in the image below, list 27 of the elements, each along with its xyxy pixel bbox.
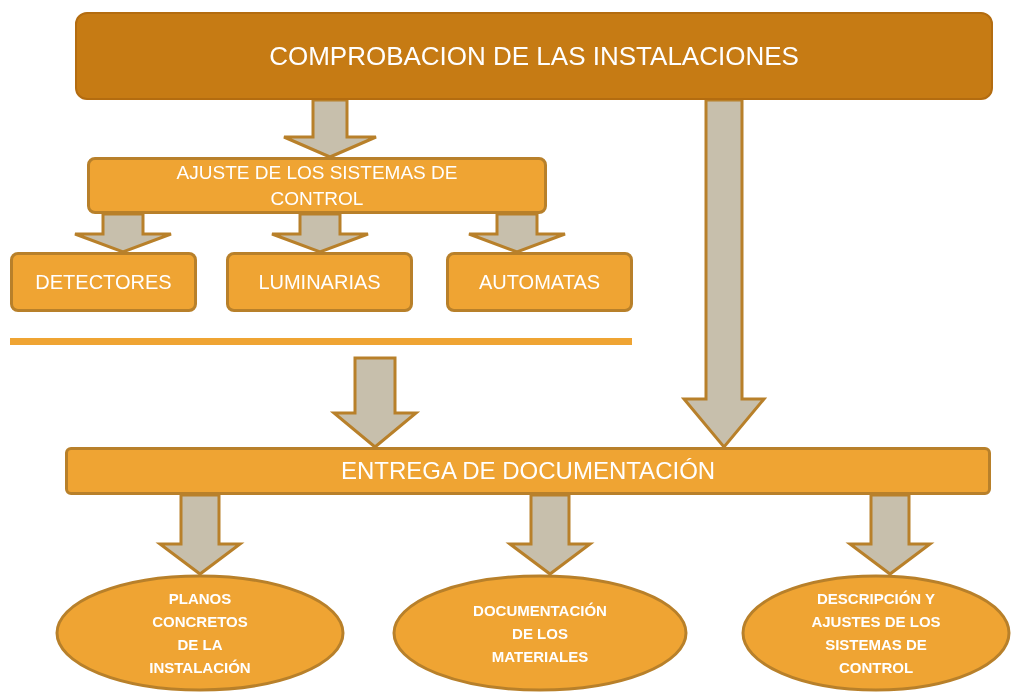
- block-arrow: [505, 493, 595, 576]
- output-ellipse: [741, 574, 1011, 692]
- node-label: AJUSTE DE LOS SISTEMAS DE CONTROL: [175, 160, 459, 211]
- output-ellipse: [55, 574, 345, 692]
- block-arrow: [467, 212, 567, 254]
- node-label: DESCRIPCIÓN Y AJUSTES DE LOS SISTEMAS DE CONTROL: [810, 589, 942, 678]
- block-arrow: [845, 493, 935, 576]
- block-arrow: [155, 493, 245, 576]
- block-arrow: [73, 212, 173, 254]
- title-box: [75, 12, 993, 100]
- process-box: [87, 157, 547, 214]
- node-label: DETECTORES: [35, 270, 172, 295]
- output-ellipse: [392, 574, 688, 692]
- block-arrow: [270, 212, 370, 254]
- node-label: ENTREGA DE DOCUMENTACIÓN: [340, 456, 716, 486]
- process-box: [10, 252, 197, 312]
- process-box: [446, 252, 633, 312]
- node-label: DOCUMENTACIÓN DE LOS MATERIALES: [473, 600, 607, 667]
- node-label: COMPROBACION DE LAS INSTALACIONES: [269, 39, 799, 73]
- block-arrow: [282, 98, 378, 159]
- node-label: PLANOS CONCRETOS DE LA INSTALACIÓN: [148, 589, 252, 678]
- process-box: [65, 447, 991, 495]
- node-label: AUTOMATAS: [478, 270, 601, 295]
- node-label: LUMINARIAS: [258, 270, 381, 295]
- block-arrow: [329, 356, 421, 449]
- process-box: [226, 252, 413, 312]
- block-arrow: [680, 98, 768, 450]
